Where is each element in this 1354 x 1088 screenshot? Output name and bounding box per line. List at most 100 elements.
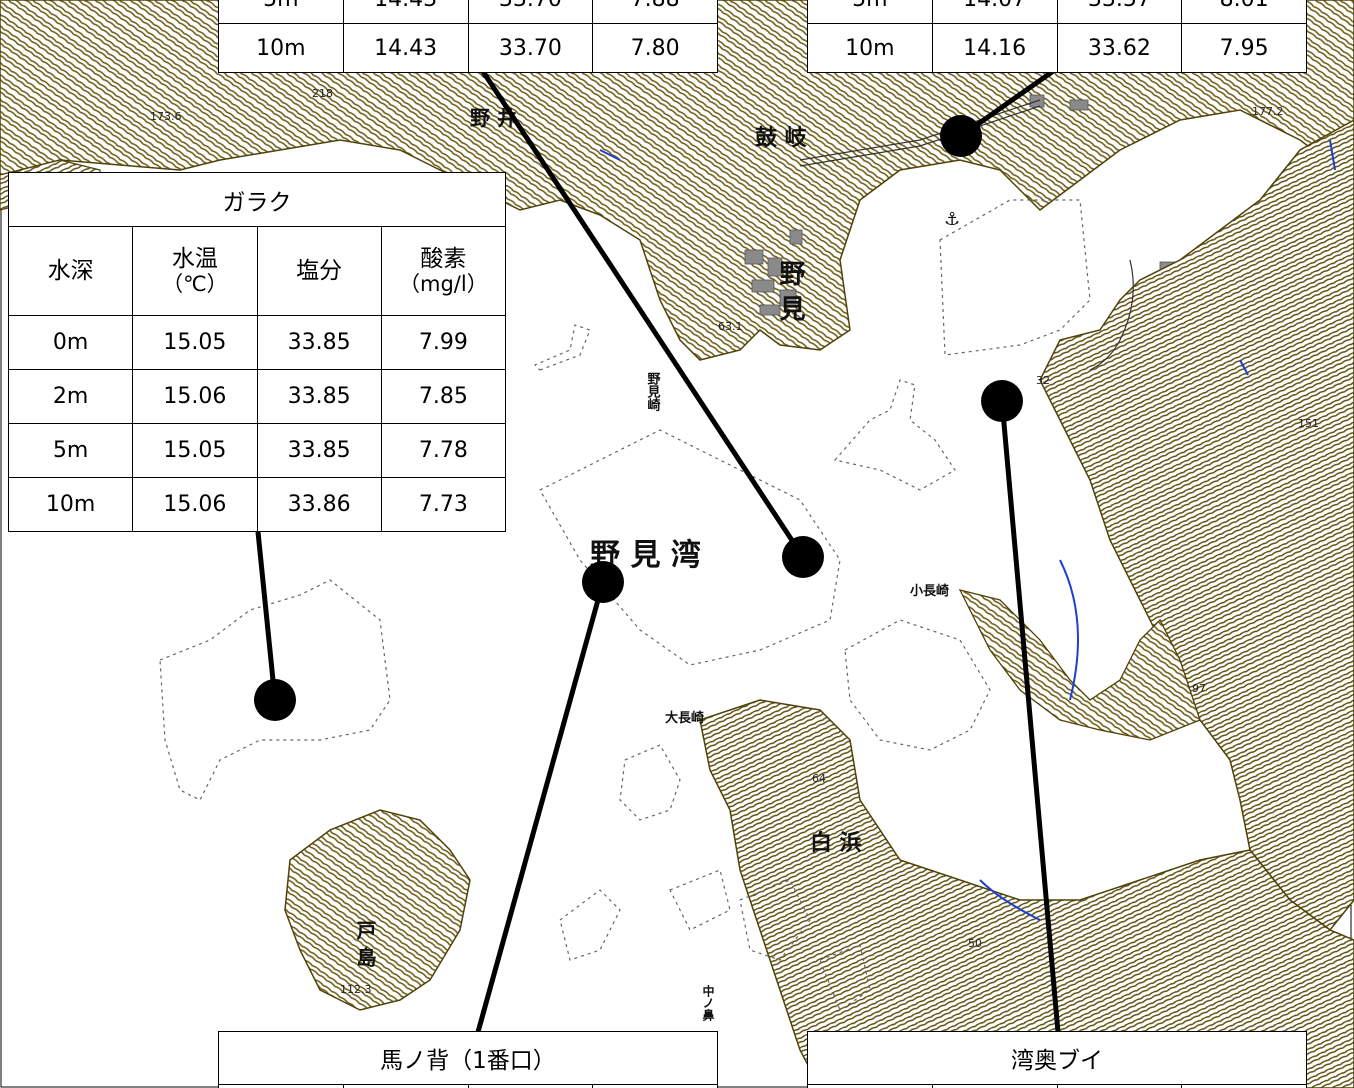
- table-title-row: ガラク: [8, 172, 506, 227]
- oxygen-cell: 7.85: [380, 369, 507, 424]
- salinity-cell: 33.70: [467, 0, 594, 24]
- leader-line-garaku: [255, 529, 278, 703]
- table-row: 10m 15.06 33.86 7.73: [7, 477, 507, 532]
- oxygen-cell: 7.78: [380, 423, 507, 478]
- oxygen-cell: 7.99: [380, 315, 507, 370]
- salinity-cell: 33.62: [1056, 23, 1183, 73]
- temp-cell: 15.06: [132, 369, 258, 424]
- leader-line-wanoku: [999, 398, 1061, 1035]
- table-row: 0m 15.05 33.85 7.99: [7, 315, 507, 370]
- cape-label-obanazaki: 大長崎: [665, 710, 704, 726]
- temp-cell: 15.05: [132, 315, 258, 370]
- salinity-cell: 33.85: [256, 423, 382, 478]
- todoshima-island: [284, 809, 471, 1011]
- oxygen-cell: 7.73: [380, 477, 507, 532]
- leader-line-top-left: [479, 67, 806, 560]
- header-temp-label: 水温: [171, 245, 218, 272]
- streams: [599, 139, 1336, 921]
- table-header-row: 水深 水温 （℃） 塩分 酸素 （mg/l）: [7, 226, 507, 316]
- elevation-label: 173.6: [150, 110, 182, 123]
- elevation-label: 32: [1036, 374, 1050, 387]
- header-temp: 水温 （℃）: [132, 226, 258, 316]
- salinity-cell: 33.70: [467, 23, 594, 73]
- temp-cell: 14.16: [931, 23, 1058, 73]
- station-marker-top-left: [782, 536, 824, 578]
- temp-cell: 15.06: [132, 477, 258, 532]
- depth-cell: 10m: [807, 23, 933, 73]
- salinity-cell: 33.86: [256, 477, 382, 532]
- depth-cell: 5m: [7, 423, 134, 478]
- header-temp-unit: （℃）: [162, 272, 228, 297]
- table-cell: [218, 1084, 344, 1088]
- depth-cell: 10m: [218, 23, 344, 73]
- temp-cell: 15.05: [132, 423, 258, 478]
- header-oxygen-unit: （mg/l）: [399, 272, 488, 297]
- north-land: [0, 0, 1354, 361]
- cape-label-nakanohana: 中ノ鼻: [701, 984, 715, 1022]
- salinity-cell: 33.85: [256, 369, 382, 424]
- leader-line-umanose: [475, 579, 606, 1035]
- place-label-todoshima: 戸 島: [353, 920, 377, 967]
- station-marker-wanoku: [981, 380, 1023, 422]
- elevation-label: 112.3: [340, 983, 372, 996]
- table-row: [807, 1084, 1307, 1088]
- station-markers: [254, 115, 1023, 721]
- place-label-shirahama: 白 浜: [810, 830, 862, 856]
- station-title: ガラク: [8, 172, 506, 227]
- table-cell: [592, 1084, 718, 1088]
- station-table-top-right: 5m 14.07 33.57 8.01 10m 14.16 33.62 7.95: [807, 0, 1307, 73]
- elevation-label: 64: [812, 772, 826, 785]
- depth-cell: 5m: [807, 0, 933, 24]
- oxygen-cell: 7.88: [592, 0, 718, 24]
- table-row: 10m 14.16 33.62 7.95: [807, 23, 1307, 73]
- salinity-cell: 33.57: [1056, 0, 1183, 24]
- station-title: 馬ノ背（1番口）: [218, 1031, 718, 1085]
- cape-label-nomizaki: 野見崎: [645, 372, 662, 412]
- table-cell: [807, 1084, 933, 1088]
- station-marker-umanose: [582, 561, 624, 603]
- header-oxygen-label: 酸素: [420, 245, 467, 272]
- table-title-row: 馬ノ背（1番口）: [218, 1031, 718, 1085]
- roads: [799, 99, 1134, 371]
- station-table-umanose: 馬ノ背（1番口）: [218, 1031, 718, 1088]
- depth-cell: 5m: [218, 0, 344, 24]
- depth-cell: 0m: [7, 315, 134, 370]
- table-row: 5m 14.43 33.70 7.88: [218, 0, 718, 24]
- header-depth: 水深: [7, 226, 134, 316]
- temp-cell: 14.07: [931, 0, 1058, 24]
- dashed-boundaries: [159, 199, 1091, 1011]
- table-cell: [1181, 1084, 1307, 1088]
- temp-cell: 14.43: [342, 23, 469, 73]
- elevation-label: 177.2: [1252, 105, 1284, 118]
- elevation-label: 218: [312, 87, 333, 100]
- table-title-row: 湾奥ブイ: [807, 1031, 1307, 1085]
- elevation-label: 151: [1298, 417, 1319, 430]
- table-row: 10m 14.43 33.70 7.80: [218, 23, 718, 73]
- station-table-top-left: 5m 14.43 33.70 7.88 10m 14.43 33.70 7.80: [218, 0, 718, 73]
- table-row: 5m 14.07 33.57 8.01: [807, 0, 1307, 24]
- place-label-kisaki: 鼓 岐: [755, 126, 808, 151]
- table-cell: [931, 1084, 1058, 1088]
- oxygen-cell: 7.80: [592, 23, 718, 73]
- elevation-label: 63.1: [718, 320, 743, 333]
- station-title: 湾奥ブイ: [807, 1031, 1307, 1085]
- oxygen-cell: 7.95: [1181, 23, 1307, 73]
- oxygen-cell: 8.01: [1181, 0, 1307, 24]
- cape-label-kobanazaki: 小長崎: [910, 583, 949, 599]
- elevation-label: 97: [1192, 682, 1206, 695]
- header-oxygen: 酸素 （mg/l）: [380, 226, 507, 316]
- station-table-garaku: ガラク 水深 水温 （℃） 塩分 酸素 （mg/l） 0m 15.05 33.8…: [7, 172, 507, 532]
- anchor-icon: ⚓: [944, 209, 960, 230]
- elevation-label: 50: [968, 937, 982, 950]
- south-peninsula: [699, 699, 1354, 1088]
- salinity-cell: 33.85: [256, 315, 382, 370]
- place-label-nomi: 野 見: [775, 260, 805, 321]
- depth-cell: 10m: [7, 477, 134, 532]
- table-cell: [342, 1084, 469, 1088]
- station-marker-garaku: [254, 679, 296, 721]
- table-cell: [467, 1084, 594, 1088]
- header-salinity: 塩分: [256, 226, 382, 316]
- station-marker-top-right: [940, 115, 982, 157]
